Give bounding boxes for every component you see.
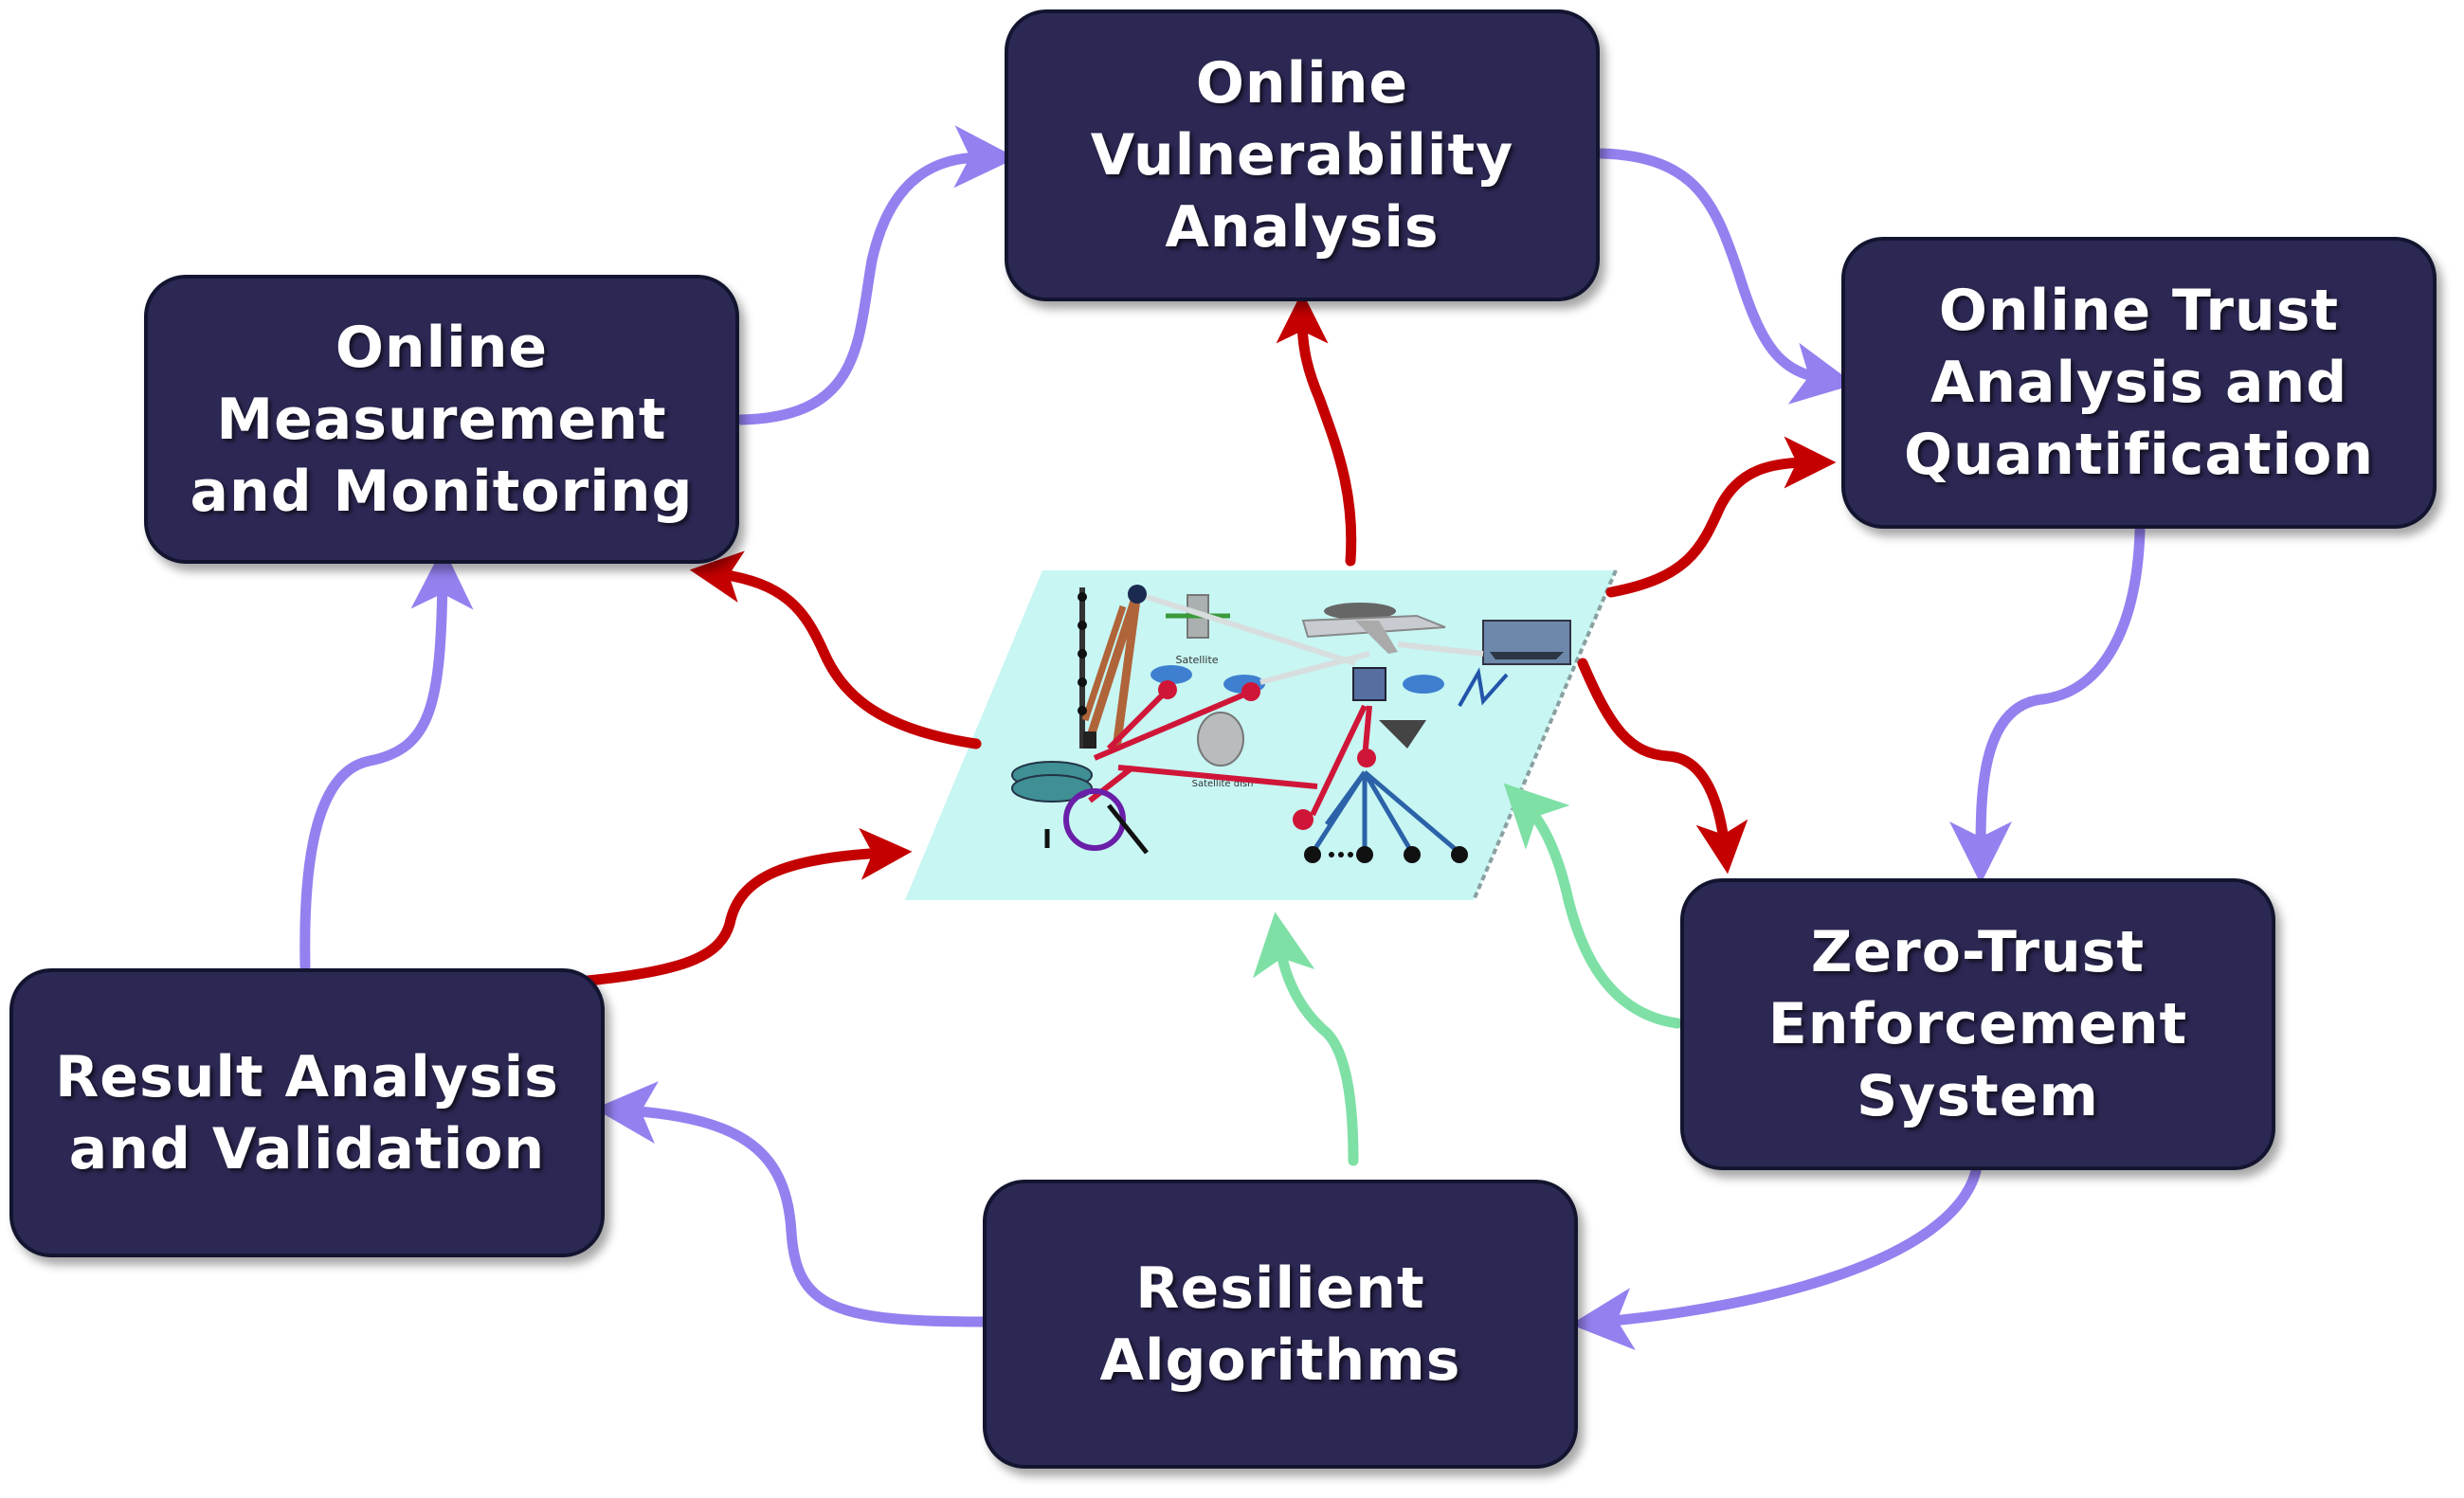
node-online-measurement-monitoring: Online Measurement and Monitoring xyxy=(144,275,739,564)
node-label: Zero-Trust Enforcement System xyxy=(1767,919,2188,1129)
node-label: Resilient Algorithms xyxy=(1099,1254,1461,1394)
arrow-resilient-to-network xyxy=(1253,911,1359,1166)
router-icon xyxy=(1150,665,1192,684)
arrow-measurement-to-vulnerability xyxy=(735,125,1017,425)
satellite-label: Satellite xyxy=(1175,654,1218,666)
arrow-resilient-to-result xyxy=(594,1081,988,1327)
node-online-vulnerability-analysis: Online Vulnerability Analysis xyxy=(1005,9,1600,301)
node-resilient-algorithms: Resilient Algorithms xyxy=(983,1180,1578,1469)
node-label: Online Trust Analysis and Quantification xyxy=(1903,278,2375,488)
arrow-trust-to-zero-trust xyxy=(1949,525,2146,884)
airplane-icon xyxy=(1301,603,1446,654)
attack-nodes xyxy=(1158,680,1376,830)
cycle-arrows xyxy=(299,125,2146,1350)
comm-tower-icon xyxy=(1078,585,1147,749)
arrow-network-to-vulnerability xyxy=(1276,291,1357,567)
attack-links xyxy=(1088,689,1372,817)
input-arrows xyxy=(1253,783,1683,1166)
ship-icon xyxy=(1482,620,1571,665)
network-links xyxy=(1146,594,1484,685)
tree-links xyxy=(1310,770,1461,855)
network-diagram-image: Satellite xyxy=(905,569,1618,901)
arrow-zero-trust-to-network xyxy=(1503,783,1683,1029)
arrow-network-to-trust xyxy=(1605,436,1837,598)
wireless-symbol-icon xyxy=(1458,667,1509,707)
router-icon xyxy=(1403,675,1444,694)
arrow-result-to-network xyxy=(582,827,913,986)
network-edge xyxy=(1472,569,1618,901)
server-icon xyxy=(1352,667,1386,701)
satellite-dish-icon: Satellite dish xyxy=(1192,712,1254,789)
node-online-trust-analysis: Online Trust Analysis and Quantification xyxy=(1841,237,2437,529)
node-label: Result Analysis and Validation xyxy=(55,1043,559,1182)
node-result-analysis-validation: Result Analysis and Validation xyxy=(9,968,605,1257)
arrow-network-to-measurement xyxy=(689,550,982,749)
node-label: Online Vulnerability Analysis xyxy=(1090,50,1514,261)
dish-label: Satellite dish xyxy=(1192,779,1254,789)
arrow-result-to-measurement xyxy=(299,547,474,972)
antenna-icon xyxy=(1379,720,1426,749)
arrow-zero-trust-to-resilient xyxy=(1570,1165,1982,1350)
node-zero-trust-enforcement: Zero-Trust Enforcement System xyxy=(1680,878,2275,1170)
node-label: Online Measurement and Monitoring xyxy=(190,314,694,525)
tree-nodes xyxy=(1304,846,1468,863)
arrow-vulnerability-to-trust xyxy=(1596,148,1856,405)
arrow-network-to-zero-trust xyxy=(1577,658,1748,875)
output-arrows xyxy=(582,291,1837,986)
storage-disk-icon xyxy=(1011,761,1093,803)
